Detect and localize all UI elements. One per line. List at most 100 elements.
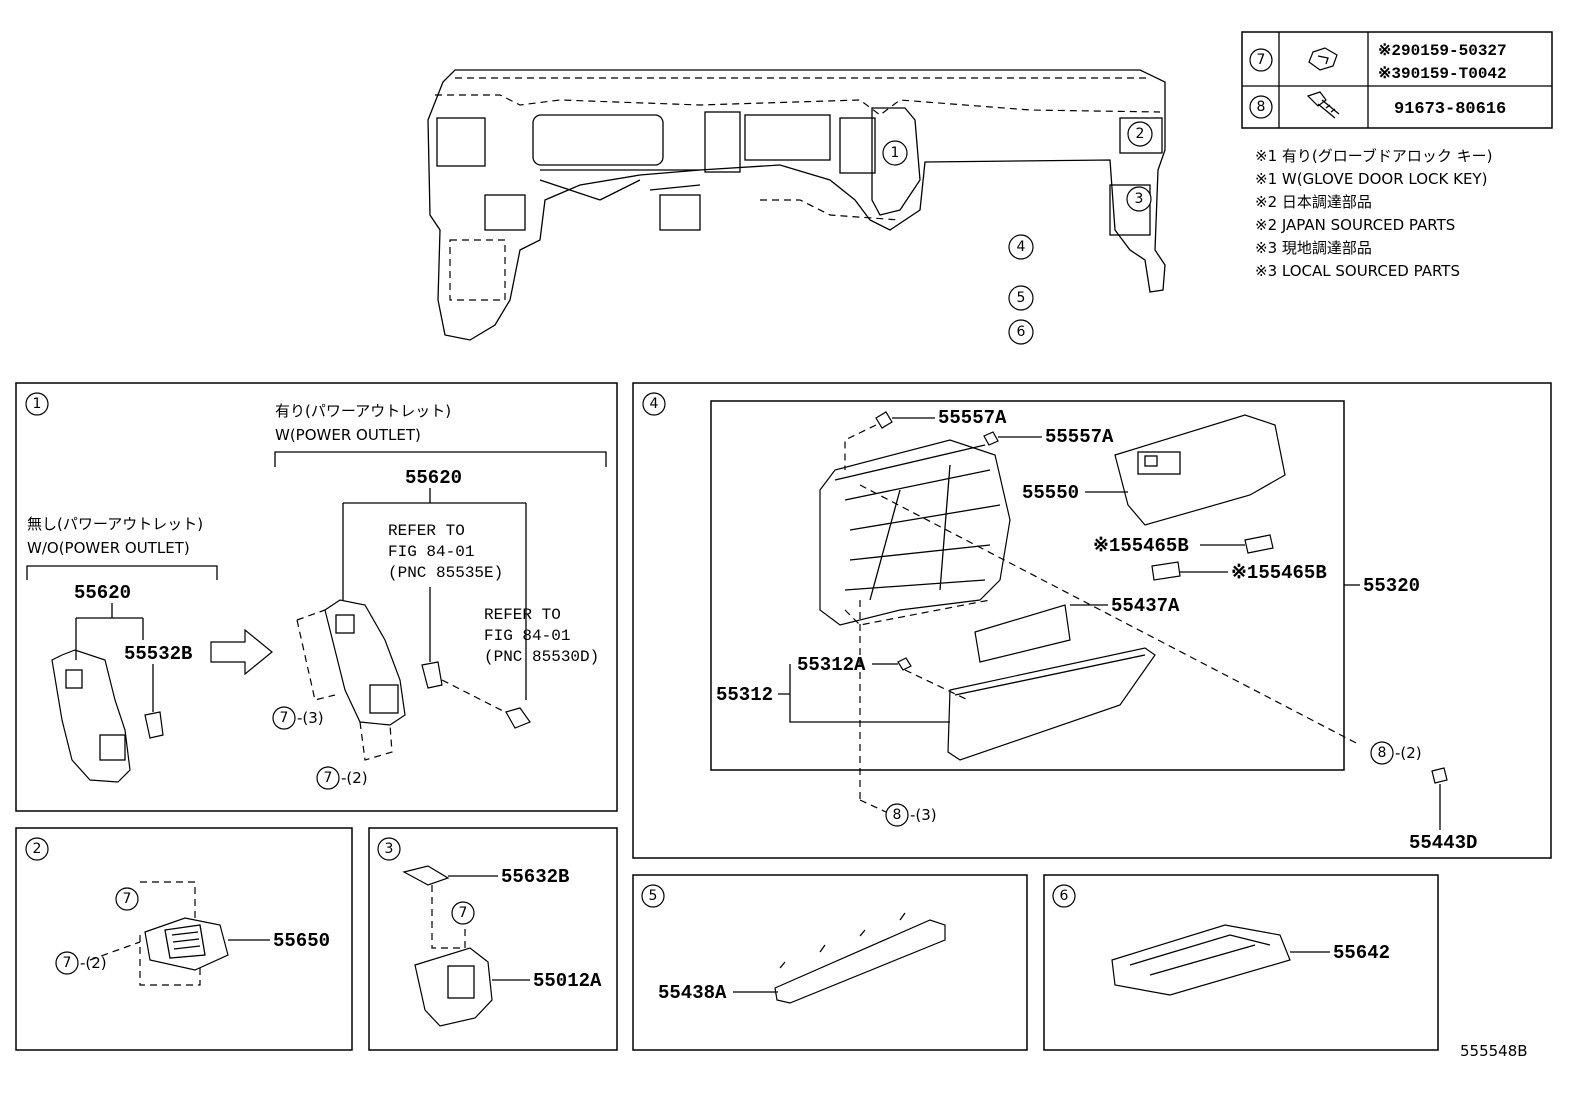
part-55632B: 55632B: [501, 866, 569, 888]
panel-3-number: 3: [385, 841, 394, 857]
refer-1-line-2: FIG 84-01: [388, 543, 474, 561]
refer-1-line-1: REFER TO: [388, 522, 465, 540]
without-power-outlet-en: W/O(POWER OUTLET): [27, 539, 190, 557]
screw-icon: [1306, 91, 1340, 119]
part-55312: 55312: [716, 684, 773, 706]
svg-text:-(3): -(3): [297, 709, 324, 727]
svg-text:7: 7: [63, 955, 72, 971]
glove-door-upper: [1114, 414, 1286, 526]
glove-liner: [974, 604, 1071, 663]
svg-text:7: 7: [280, 710, 289, 726]
part-55437A: 55437A: [1111, 595, 1180, 617]
glove-door-lower: [947, 647, 1156, 761]
refer-1-line-3: (PNC 85535E): [388, 564, 503, 582]
svg-text:7: 7: [123, 891, 132, 907]
svg-text:-(2): -(2): [1395, 744, 1422, 762]
svg-text:-(2): -(2): [80, 954, 107, 972]
glove-box-housing: [819, 439, 1011, 626]
svg-text:5: 5: [1017, 290, 1026, 306]
part-55443D: 55443D: [1409, 832, 1477, 854]
clip-55557A-1: [875, 411, 893, 429]
part-55557A-2: 55557A: [1045, 426, 1114, 448]
panel-5: 5 55438A: [632, 874, 1028, 1051]
callout-6-overview: 6: [1008, 319, 1034, 345]
panel-1: 1 有り(パワーアウトレット) W(POWER OUTLET) 無し(パワーアウ…: [15, 382, 618, 812]
note-line-4: ※2 JAPAN SOURCED PARTS: [1255, 216, 1455, 234]
part-55642: 55642: [1333, 942, 1390, 964]
lock-part-2: [1151, 561, 1181, 581]
table-key-8: 8: [1257, 99, 1266, 115]
notes: ※1 有り(グローブドアロック キー) ※1 W(GLOVE DOOR LOCK…: [1255, 147, 1492, 280]
part-55438A: 55438A: [658, 982, 727, 1004]
panel-6: 6 55642: [1043, 874, 1439, 1051]
bolt-icon: [1308, 47, 1338, 71]
trim-strip-55438A: [774, 912, 946, 1004]
part-55012A: 55012A: [533, 970, 602, 992]
part-55465B-1: ※155465B: [1093, 535, 1189, 557]
table-code-7b: ※390159-T0042: [1378, 65, 1507, 83]
with-power-outlet-en: W(POWER OUTLET): [275, 426, 421, 444]
callout-3-overview: 3: [1126, 186, 1152, 212]
cover-plate: [402, 865, 450, 886]
svg-text:-(2): -(2): [341, 769, 368, 787]
lower-trim-panel: [414, 947, 493, 1027]
svg-text:8: 8: [1378, 745, 1387, 761]
table-code-7a: ※290159-50327: [1378, 42, 1507, 60]
fastener-callout-7-x2: 7 -(2): [55, 951, 107, 975]
panel-6-number: 6: [1060, 888, 1069, 904]
note-line-6: ※3 LOCAL SOURCED PARTS: [1255, 262, 1460, 280]
note-line-5: ※3 現地調達部品: [1255, 239, 1372, 257]
arrow-right-icon: [210, 628, 273, 676]
with-power-outlet-jp: 有り(パワーアウトレット): [275, 402, 451, 420]
refer-2-line-3: (PNC 85530D): [484, 648, 599, 666]
refer-2-line-2: FIG 84-01: [484, 627, 570, 645]
panel-5-number: 5: [649, 888, 658, 904]
callout-2-overview: 2: [1127, 121, 1153, 147]
svg-text:1: 1: [891, 145, 900, 161]
svg-text:7: 7: [324, 770, 333, 786]
bracket-without-outlet: [51, 649, 164, 783]
fastener-callout-7-x2: 7 -(2): [316, 766, 368, 790]
panel-4-number: 4: [650, 396, 659, 412]
part-55465B-2: ※155465B: [1231, 562, 1327, 584]
tray-55642: [1111, 924, 1291, 996]
note-line-3: ※2 日本調達部品: [1255, 193, 1372, 211]
part-55312A: 55312A: [797, 654, 866, 676]
fastener-callout-8-x2: 8 -(2): [1370, 741, 1422, 765]
note-line-2: ※1 W(GLOVE DOOR LOCK KEY): [1255, 170, 1487, 188]
clip-55557A-2: [983, 431, 999, 446]
table-code-8: 91673-80616: [1394, 100, 1506, 119]
panel-2: 2 55650 7 7 -(2): [15, 827, 353, 1051]
svg-text:8: 8: [893, 807, 902, 823]
refer-2-line-1: REFER TO: [484, 606, 561, 624]
part-55550: 55550: [1022, 482, 1079, 504]
figure-id: 555548B: [1460, 1042, 1528, 1060]
fastener-callout-7-x3: 7 -(3): [272, 706, 324, 730]
part-55650: 55650: [273, 930, 330, 952]
svg-text:-(3): -(3): [910, 806, 937, 824]
panel-3: 3 55632B 55012A 7: [368, 827, 618, 1051]
fastener-callout-7: 7: [451, 901, 475, 925]
fastener-callout-7: 7: [115, 887, 139, 911]
svg-text:2: 2: [1136, 126, 1145, 142]
part-55320: 55320: [1363, 575, 1420, 597]
part-55620-without: 55620: [74, 582, 131, 604]
svg-text:3: 3: [1135, 191, 1144, 207]
fastener-table: 7 8 ※290159-50327 ※390159-T0042 91673-80…: [1241, 31, 1553, 129]
svg-text:6: 6: [1017, 324, 1026, 340]
callout-1-overview: 1: [882, 140, 908, 166]
svg-text:4: 4: [1017, 239, 1026, 255]
instrument-panel-overview: 1 2 3 4 5 6: [427, 69, 1166, 345]
without-power-outlet-jp: 無し(パワーアウトレット): [27, 515, 203, 533]
note-line-1: ※1 有り(グローブドアロック キー): [1255, 147, 1492, 165]
panel-1-number: 1: [33, 396, 42, 412]
side-register-vent: [144, 917, 229, 971]
fastener-callout-8-x3: 8 -(3): [885, 803, 937, 827]
lock-part-1: [1244, 534, 1274, 554]
clip-55443D: [1431, 767, 1448, 784]
panel-2-number: 2: [33, 841, 42, 857]
part-55532B: 55532B: [124, 643, 192, 665]
callout-4-overview: 4: [1008, 234, 1034, 260]
callout-5-overview: 5: [1008, 285, 1034, 311]
